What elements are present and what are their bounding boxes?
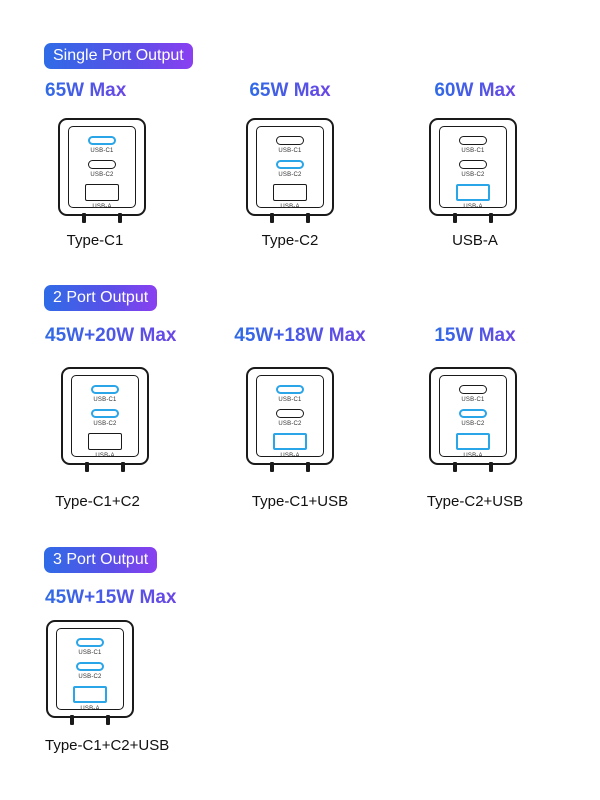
- charger-face: [71, 375, 139, 457]
- port-usb-c2: [76, 662, 104, 671]
- port-usb-c1: [276, 385, 304, 394]
- charger-face: [68, 126, 136, 208]
- port-label-c1: USB-C1: [461, 397, 485, 403]
- output-caption: Type-C2: [261, 232, 319, 249]
- port-label-c1: USB-C1: [461, 148, 485, 154]
- charger-illustration: USB-C1 USB-C2 USB-A: [58, 118, 146, 224]
- port-usb-a: [88, 433, 122, 450]
- charger-prong-right: [306, 462, 310, 472]
- port-label-c2: USB-C2: [278, 172, 302, 178]
- charger-illustration: USB-C1 USB-C2 USB-A: [429, 367, 517, 473]
- charger-prong-right: [306, 213, 310, 223]
- wattage-label: 15W Max: [434, 325, 516, 346]
- charger-prong-left: [453, 213, 457, 223]
- charger-prong-right: [489, 213, 493, 223]
- charger-prong-right: [106, 715, 110, 725]
- port-usb-c2: [276, 409, 304, 418]
- wattage-label: 45W+18W Max: [234, 325, 366, 346]
- wattage-label: 65W Max: [249, 80, 331, 101]
- port-label-c1: USB-C1: [278, 397, 302, 403]
- output-caption: Type-C1+USB: [251, 493, 349, 510]
- port-label-c1: USB-C1: [278, 148, 302, 154]
- port-label-c2: USB-C2: [93, 421, 117, 427]
- output-caption: Type-C1: [66, 232, 124, 249]
- port-label-c2: USB-C2: [78, 674, 102, 680]
- charger-illustration: USB-C1 USB-C2 USB-A: [46, 620, 134, 726]
- port-label-c2: USB-C2: [90, 172, 114, 178]
- charger-face: [56, 628, 124, 710]
- port-label-c1: USB-C1: [90, 148, 114, 154]
- output-caption: Type-C1+C2+USB: [45, 737, 170, 754]
- port-usb-a: [456, 184, 490, 201]
- port-usb-c1: [276, 136, 304, 145]
- port-label-a: USB-A: [92, 204, 112, 210]
- port-usb-c2: [91, 409, 119, 418]
- port-label-c1: USB-C1: [78, 650, 102, 656]
- charger-illustration: USB-C1 USB-C2 USB-A: [246, 118, 334, 224]
- charger-illustration: USB-C1 USB-C2 USB-A: [429, 118, 517, 224]
- port-usb-c2: [88, 160, 116, 169]
- charger-face: [439, 375, 507, 457]
- port-usb-c1: [76, 638, 104, 647]
- charger-illustration: USB-C1 USB-C2 USB-A: [246, 367, 334, 473]
- section-badge-3-port: 3 Port Output: [44, 547, 158, 573]
- port-label-a: USB-A: [463, 453, 483, 459]
- port-usb-a: [273, 433, 307, 450]
- charger-prong-left: [82, 213, 86, 223]
- charger-prong-right: [121, 462, 125, 472]
- port-label-a: USB-A: [80, 706, 100, 712]
- port-usb-c1: [88, 136, 116, 145]
- output-caption: USB-A: [452, 232, 498, 249]
- section-badge-single-port: Single Port Output: [44, 43, 193, 69]
- output-caption: Type-C1+C2: [55, 493, 140, 510]
- port-label-a: USB-A: [463, 204, 483, 210]
- charger-prong-left: [270, 462, 274, 472]
- wattage-label: 45W+20W Max: [45, 325, 177, 346]
- port-usb-c2: [459, 160, 487, 169]
- output-caption: Type-C2+USB: [426, 493, 524, 510]
- wattage-label: 60W Max: [434, 80, 516, 101]
- port-usb-c1: [459, 385, 487, 394]
- port-usb-c1: [459, 136, 487, 145]
- charger-prong-right: [118, 213, 122, 223]
- charger-prong-left: [453, 462, 457, 472]
- charger-face: [439, 126, 507, 208]
- wattage-label: 65W Max: [45, 80, 127, 101]
- charger-illustration: USB-C1 USB-C2 USB-A: [61, 367, 149, 473]
- port-label-c1: USB-C1: [93, 397, 117, 403]
- port-label-c2: USB-C2: [278, 421, 302, 427]
- port-label-a: USB-A: [280, 204, 300, 210]
- port-usb-a: [85, 184, 119, 201]
- port-usb-a: [73, 686, 107, 703]
- charger-prong-left: [270, 213, 274, 223]
- port-usb-c1: [91, 385, 119, 394]
- charger-face: [256, 375, 324, 457]
- port-label-a: USB-A: [280, 453, 300, 459]
- port-usb-c2: [276, 160, 304, 169]
- port-usb-a: [456, 433, 490, 450]
- section-badge-2-port: 2 Port Output: [44, 285, 158, 311]
- wattage-label: 45W+15W Max: [45, 587, 177, 608]
- port-label-c2: USB-C2: [461, 172, 485, 178]
- port-label-a: USB-A: [95, 453, 115, 459]
- charger-face: [256, 126, 324, 208]
- charger-prong-right: [489, 462, 493, 472]
- charger-prong-left: [85, 462, 89, 472]
- charger-prong-left: [70, 715, 74, 725]
- port-usb-c2: [459, 409, 487, 418]
- port-usb-a: [273, 184, 307, 201]
- port-label-c2: USB-C2: [461, 421, 485, 427]
